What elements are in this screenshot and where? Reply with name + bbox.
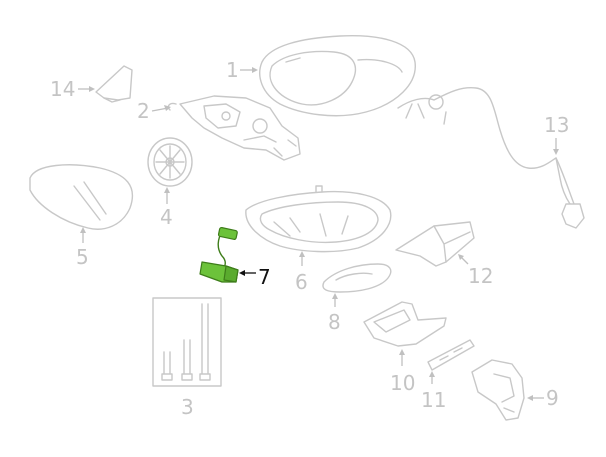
callout-label-8: 8 — [328, 310, 341, 334]
leader-10 — [399, 349, 405, 366]
part-10-lower-housing[interactable] — [363, 301, 447, 347]
callout-label-11: 11 — [421, 388, 446, 412]
callout-label-9: 9 — [546, 386, 559, 410]
part-8-bracket[interactable] — [322, 263, 392, 293]
callout-label-5: 5 — [76, 245, 89, 269]
callout-label-6: 6 — [295, 270, 308, 294]
callout-label-7: 7 — [258, 265, 271, 289]
leader-9 — [527, 395, 544, 401]
leader-1 — [240, 67, 258, 73]
leader-6 — [299, 251, 305, 266]
leader-13 — [553, 138, 559, 155]
leader-12 — [458, 254, 469, 265]
part-3-screws-box[interactable] — [152, 297, 222, 387]
part-9-clip[interactable] — [471, 359, 525, 421]
part-11-strip[interactable] — [427, 339, 475, 371]
callout-label-4: 4 — [160, 205, 173, 229]
part-7-connector-highlighted[interactable] — [199, 226, 239, 283]
leader-2 — [151, 105, 171, 112]
part-6-base-frame[interactable] — [245, 185, 392, 253]
leader-14 — [78, 86, 95, 92]
leader-7 — [239, 270, 256, 276]
callout-label-13: 13 — [544, 113, 569, 137]
part-13-wiring-harness[interactable] — [397, 86, 585, 229]
part-1-mirror-cover[interactable] — [259, 35, 416, 117]
part-2-actuator[interactable] — [167, 95, 301, 161]
callout-label-1: 1 — [226, 58, 239, 82]
leader-5 — [80, 227, 86, 243]
part-4-round-motor[interactable] — [147, 137, 193, 187]
callout-label-14: 14 — [50, 77, 75, 101]
callout-label-3: 3 — [181, 395, 194, 419]
callout-label-10: 10 — [390, 371, 415, 395]
part-5-mirror-glass[interactable] — [29, 164, 134, 230]
leader-8 — [332, 293, 338, 307]
callout-label-2: 2 — [137, 99, 150, 123]
leader-4 — [164, 187, 170, 204]
callout-label-12: 12 — [468, 264, 493, 288]
part-12-trim[interactable] — [395, 221, 475, 267]
part-14-cap[interactable] — [95, 65, 133, 103]
leader-11 — [429, 371, 435, 384]
